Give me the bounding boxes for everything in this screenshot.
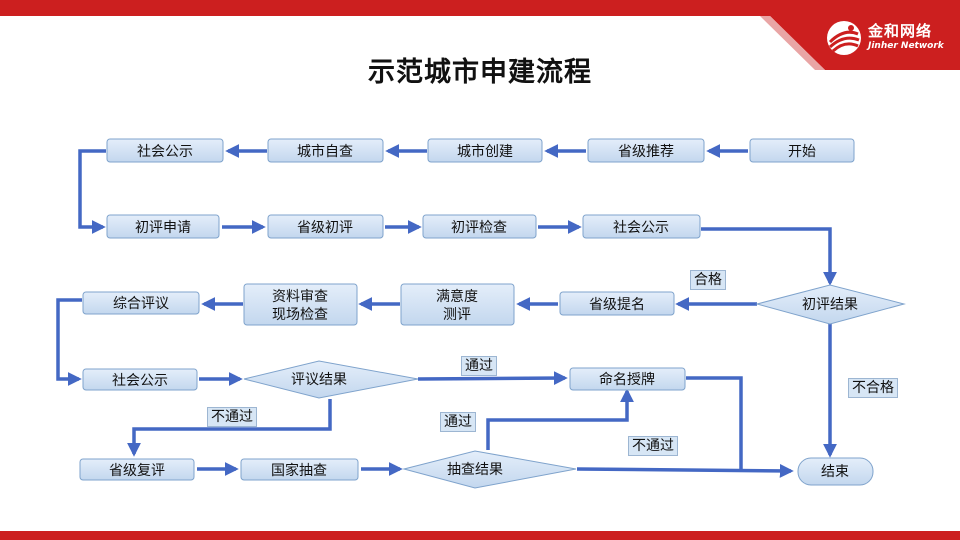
flow-edges <box>56 144 837 478</box>
company-logo: 金和网络 Jinher Network <box>824 18 954 62</box>
edge-label-initial-fail: 不合格 <box>848 378 898 398</box>
node-city-create-label: 城市创建 <box>457 143 513 160</box>
node-city-selfcheck-label: 城市自查 <box>297 143 353 160</box>
globe-logo-icon <box>827 21 861 55</box>
node-social-notice-1 <box>106 138 224 163</box>
node-initial-result-label: 初评结果 <box>802 296 858 313</box>
node-comprehensive-review-label: 综合评议 <box>113 296 169 312</box>
brand-corner-shape <box>760 16 960 70</box>
node-provincial-nomination-label: 省级提名 <box>589 297 645 313</box>
edge-notice2-to-initial-result <box>701 227 837 286</box>
bottom-brand-bar <box>0 531 960 540</box>
logo-name-cn: 金和网络 <box>868 22 933 40</box>
top-brand-bar <box>0 0 960 16</box>
node-end-label: 结束 <box>821 464 849 480</box>
node-social-notice-2 <box>582 214 701 239</box>
node-satisfaction-survey-line1: 满意度 <box>436 288 478 305</box>
node-provincial-nomination <box>559 291 675 316</box>
edge-notice1-to-apply <box>78 149 106 234</box>
node-spot-check-result <box>402 450 577 489</box>
node-initial-apply <box>106 214 220 239</box>
page-title: 示范城市申建流程 <box>368 57 592 88</box>
edge-spot-pass-to-naming <box>486 388 634 450</box>
node-national-spot-check-label: 国家抽查 <box>271 462 327 479</box>
node-doc-review-line1: 资料审查 <box>272 289 328 305</box>
node-review-result-label: 评议结果 <box>291 372 347 388</box>
node-city-selfcheck <box>267 138 384 163</box>
edge-label-spot-pass: 通过 <box>440 412 476 432</box>
edge-label-review-fail: 不通过 <box>207 407 257 427</box>
flow-nodes: 开始 省级推荐 城市创建 城市自查 社会公示 初评申请 省级初评 初评检查 社会… <box>79 138 906 489</box>
node-doc-review-line2: 现场检查 <box>272 307 328 323</box>
node-social-notice-2-label: 社会公示 <box>613 220 669 236</box>
edge-review-pass-to-naming <box>417 371 568 386</box>
node-social-notice-3 <box>82 368 198 391</box>
edge-label-initial-pass: 合格 <box>690 270 726 290</box>
edge-review-fail-to-re-review <box>127 399 332 457</box>
node-national-spot-check <box>240 458 359 481</box>
logo-name-en: Jinher Network <box>868 41 944 51</box>
node-provincial-initial-review <box>267 214 384 239</box>
node-initial-inspection <box>422 214 537 239</box>
node-comprehensive-review <box>82 291 200 315</box>
node-satisfaction-survey-line2: 测评 <box>443 307 471 323</box>
node-provincial-re-review <box>79 458 195 481</box>
node-provincial-initial-review-label: 省级初评 <box>297 219 353 236</box>
node-initial-inspection-label: 初评检查 <box>451 219 507 236</box>
node-start-label: 开始 <box>788 144 816 160</box>
node-provincial-recommend <box>587 138 705 163</box>
edge-label-review-pass: 通过 <box>461 356 497 376</box>
node-social-notice-3-label: 社会公示 <box>112 373 168 389</box>
edge-comprehensive-to-notice3 <box>56 298 82 386</box>
edge-naming-to-end <box>686 376 743 469</box>
node-naming-award <box>569 367 686 391</box>
node-review-result <box>243 360 419 399</box>
edge-spot-fail-to-end <box>576 463 794 478</box>
node-end <box>797 457 874 486</box>
node-spot-check-result-label: 抽查结果 <box>447 462 503 478</box>
node-social-notice-1-label: 社会公示 <box>137 144 193 160</box>
node-satisfaction-survey <box>400 283 515 326</box>
node-naming-award-label: 命名授牌 <box>599 371 655 388</box>
node-city-create <box>427 138 543 163</box>
node-start <box>749 138 855 163</box>
node-initial-apply-label: 初评申请 <box>135 219 191 236</box>
edge-label-spot-fail: 不通过 <box>628 436 678 456</box>
node-doc-review <box>243 283 358 326</box>
node-provincial-recommend-label: 省级推荐 <box>618 144 674 160</box>
node-initial-result <box>755 284 906 325</box>
node-provincial-re-review-label: 省级复评 <box>109 462 165 479</box>
